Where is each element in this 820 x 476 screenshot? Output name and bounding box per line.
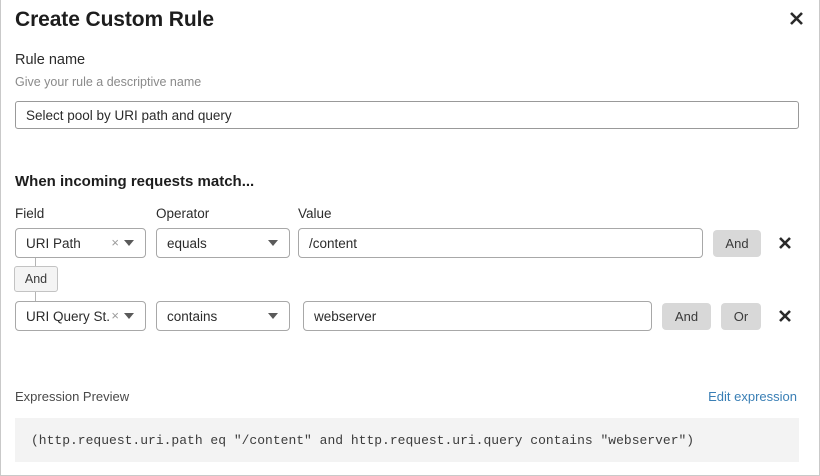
chevron-down-icon xyxy=(124,240,134,246)
rule-name-label: Rule name xyxy=(15,52,86,68)
condition-row: URI Query St... × contains And Or xyxy=(1,301,819,331)
conditions-section-title: When incoming requests match... xyxy=(15,173,255,190)
expression-preview-box: (http.request.uri.path eq "/content" and… xyxy=(15,418,799,462)
field-select-1-value: URI Path xyxy=(26,235,81,251)
group-connector-and[interactable]: And xyxy=(14,266,58,292)
connector-line-bottom xyxy=(35,292,36,302)
chevron-down-icon xyxy=(268,240,278,246)
row-2-and-button[interactable]: And xyxy=(662,303,711,330)
clear-icon[interactable]: × xyxy=(111,308,119,323)
close-icon[interactable] xyxy=(785,7,807,29)
close-glyph xyxy=(789,11,803,25)
chevron-down-icon xyxy=(124,313,134,319)
rule-name-help: Give your rule a descriptive name xyxy=(15,75,202,89)
operator-select-2-value: contains xyxy=(167,308,218,324)
column-header-field: Field xyxy=(15,206,45,221)
delete-glyph xyxy=(779,310,791,322)
connector-line-top xyxy=(35,258,36,268)
expression-code: (http.request.uri.path eq "/content" and… xyxy=(31,432,695,448)
expression-preview-label: Expression Preview xyxy=(15,389,130,404)
row-2-delete-icon[interactable] xyxy=(775,306,795,326)
group-connector-label: And xyxy=(24,272,48,286)
column-header-value: Value xyxy=(298,206,332,221)
operator-select-1-value: equals xyxy=(167,235,207,251)
rule-name-input[interactable] xyxy=(15,101,799,129)
delete-glyph xyxy=(779,237,791,249)
row-1-and-button[interactable]: And xyxy=(713,230,761,257)
row-1-delete-icon[interactable] xyxy=(775,233,795,253)
row-2-or-button[interactable]: Or xyxy=(721,303,761,330)
field-select-1[interactable]: URI Path × xyxy=(15,228,146,258)
operator-select-2[interactable]: contains xyxy=(156,301,290,331)
column-header-operator: Operator xyxy=(156,206,210,221)
edit-expression-link[interactable]: Edit expression xyxy=(708,389,797,404)
condition-row: URI Path × equals And xyxy=(1,228,819,258)
clear-icon[interactable]: × xyxy=(111,235,119,250)
value-input-1[interactable] xyxy=(298,228,703,258)
field-select-2[interactable]: URI Query St... × xyxy=(15,301,146,331)
field-select-2-value: URI Query St... xyxy=(26,308,110,324)
value-input-2[interactable] xyxy=(303,301,652,331)
page-title: Create Custom Rule xyxy=(15,8,214,31)
chevron-down-icon xyxy=(268,313,278,319)
operator-select-1[interactable]: equals xyxy=(156,228,290,258)
